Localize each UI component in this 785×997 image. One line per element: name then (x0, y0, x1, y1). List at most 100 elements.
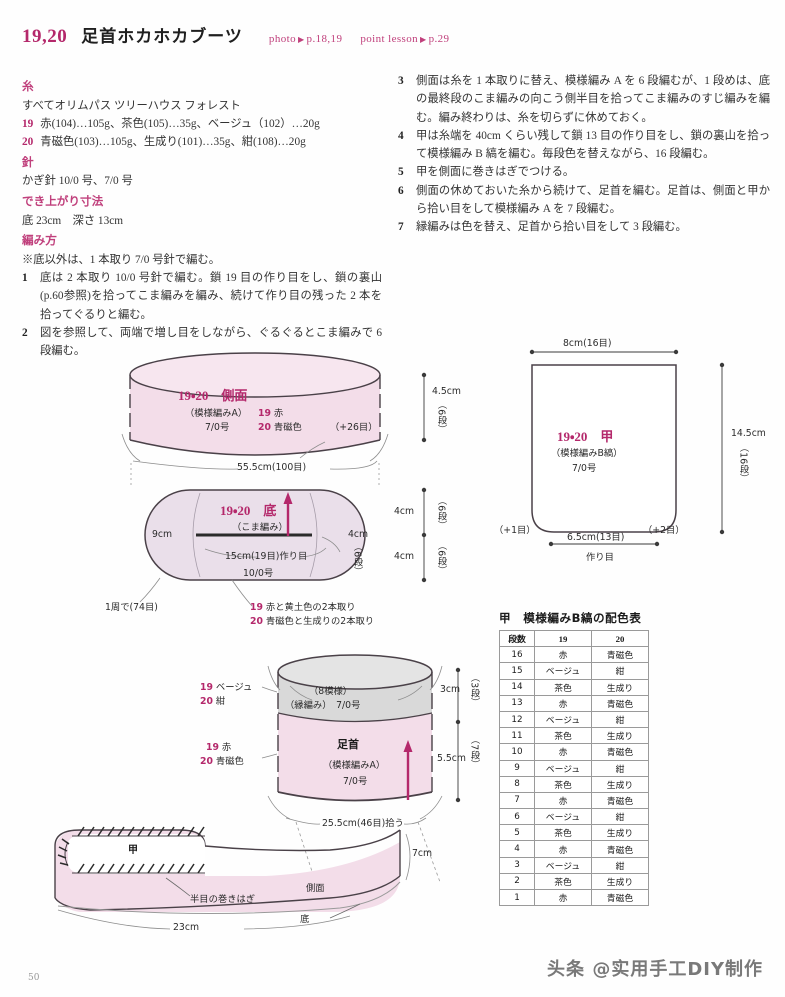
cell-step: 12 (499, 710, 535, 729)
side-panel-height-cm: 4.5cm (432, 386, 461, 397)
cell-color-20: 紺 (591, 662, 649, 680)
ankle-edge-19-number: 19 (200, 682, 213, 693)
color-table-header-row: 段数 19 20 (499, 629, 649, 648)
cell-color-19: 茶色 (534, 824, 592, 842)
lesson-reference-label: point lesson (360, 33, 419, 45)
cell-color-20: 青磁色 (591, 694, 649, 712)
instep-pattern: （模様編みB縞） (551, 448, 623, 459)
sole-color-19: 19 赤と黄土色の2本取り (250, 602, 356, 615)
diagram-area: 19・20 側面 （模様編みA） 7/0号 19 赤 20 青磁色 （+26目）… (0, 330, 785, 955)
cell-color-20: 青磁色 (591, 840, 649, 858)
sole-19-text: 赤と黄土色の2本取り (265, 602, 356, 613)
col-header-19: 19 (534, 629, 592, 648)
size-heading: でき上がり寸法 (22, 194, 104, 208)
whipstitch-top (77, 826, 205, 837)
ankle-body-rows: （7段） (468, 735, 480, 769)
side-panel-20-number: 20 (258, 422, 271, 433)
sole-19-number: 19 (250, 602, 263, 613)
ankle-edge-label: （縁編み） 7/0号 (285, 700, 361, 711)
step-7-number: 7 (398, 221, 404, 234)
yarn-20-text: 青磁色(103)…105g、生成り(101)…35g、紺(108)…20g (40, 136, 306, 149)
lesson-reference[interactable]: point lesson▶p.29 (360, 33, 449, 45)
cell-color-19: 赤 (534, 791, 592, 810)
side-panel-pattern: （模様編みA） (185, 408, 248, 419)
ankle-edge-20-number: 20 (200, 696, 213, 707)
side-panel-19-color: 赤 (273, 408, 284, 419)
sole-dim-top-rows: （6段） (435, 496, 447, 530)
assembly-instep-label: 甲 (128, 845, 138, 856)
ankle-body-color-19: 19 赤 (206, 742, 231, 755)
side-panel-color-19: 19 赤 (258, 408, 283, 421)
assembly-shape (54, 826, 411, 930)
step-6: 6 側面の休めておいた糸から続けて、足首を編む。足首は、側面と甲から拾い目をして… (398, 182, 770, 219)
step-4-number: 4 (398, 129, 404, 142)
assembly-sole-label: 底 (300, 914, 310, 925)
sole-right-rows: （6段） (351, 542, 363, 576)
cell-color-19: ベージュ (534, 759, 592, 777)
whipstitch-bottom (77, 863, 205, 874)
ankle-body-color-20: 20 青磁色 (200, 756, 244, 769)
method-heading: 編み方 (22, 233, 57, 247)
lesson-reference-page: p.29 (428, 33, 450, 45)
cell-color-19: ベージュ (534, 710, 592, 729)
instep-increase-left: （+1目） (494, 525, 536, 536)
cell-step: 11 (499, 727, 535, 745)
size-text: 底 23cm 深さ 13cm (22, 214, 124, 227)
cell-step: 5 (499, 824, 535, 842)
cell-step: 15 (499, 662, 535, 680)
cell-color-20: 青磁色 (591, 791, 649, 810)
cell-color-19: 赤 (534, 888, 592, 907)
instep-bottom-width: 6.5cm(13目) (567, 532, 625, 543)
cell-color-20: 紺 (591, 759, 649, 777)
ankle-title: 足首 (337, 738, 359, 751)
cell-step: 2 (499, 872, 535, 891)
step-5-text: 甲を側面に巻きはぎでつける。 (416, 166, 575, 179)
cell-step: 10 (499, 743, 535, 761)
yarn-19-number: 19 (22, 118, 34, 131)
instep-height-cm: 14.5cm (731, 428, 766, 439)
cell-color-19: 茶色 (534, 678, 592, 696)
watermark: 头条 @实用手工DIY制作 (547, 959, 763, 980)
instep-bottom-label: 作り目 (586, 552, 614, 563)
whipstitch-left (57, 838, 70, 866)
cell-color-20: 青磁色 (591, 743, 649, 761)
method-note: ※底以外は、1 本取り 7/0 号針で編む。 (22, 253, 221, 266)
step-1-text: 底は 2 本取り 10/0 号針で編む。鎖 19 目の作り目をし、鎖の裏山(p.… (40, 271, 382, 321)
yarn-19-text: 赤(104)…105g、茶色(105)…35g、ベージュ（102）…20g (40, 118, 320, 131)
photo-reference[interactable]: photo▶p.18,19 (269, 33, 342, 45)
sole-20-text: 青磁色と生成りの2本取り (265, 616, 375, 627)
cell-color-19: 赤 (534, 743, 592, 761)
cell-color-20: 紺 (591, 710, 649, 729)
step-3-number: 3 (398, 75, 404, 87)
cell-color-20: 青磁色 (591, 646, 649, 664)
cell-color-19: 赤 (534, 840, 592, 858)
diagram-shapes (54, 349, 725, 930)
cell-step: 13 (499, 694, 535, 712)
side-panel-19-number: 19 (258, 408, 271, 419)
col-header-20: 20 (591, 629, 649, 648)
side-panel-increase: （+26目） (330, 422, 378, 433)
sole-pattern: （こま編み） (232, 522, 288, 533)
side-panel-height-rows: （6段） (435, 400, 447, 434)
ankle-body-20-number: 20 (200, 756, 213, 767)
side-panel-color-20: 20 青磁色 (258, 422, 302, 435)
needle-text: かぎ針 10/0 号、7/0 号 (22, 175, 133, 188)
sole-color-20: 20 青磁色と生成りの2本取り (250, 616, 374, 629)
yarn-brand: すべてオリムパス ツリーハウス フォレスト (22, 99, 241, 112)
page-title: 足首ホカホカブーツ (81, 27, 243, 47)
cell-color-19: ベージュ (534, 808, 592, 826)
cell-color-19: 赤 (534, 694, 592, 712)
